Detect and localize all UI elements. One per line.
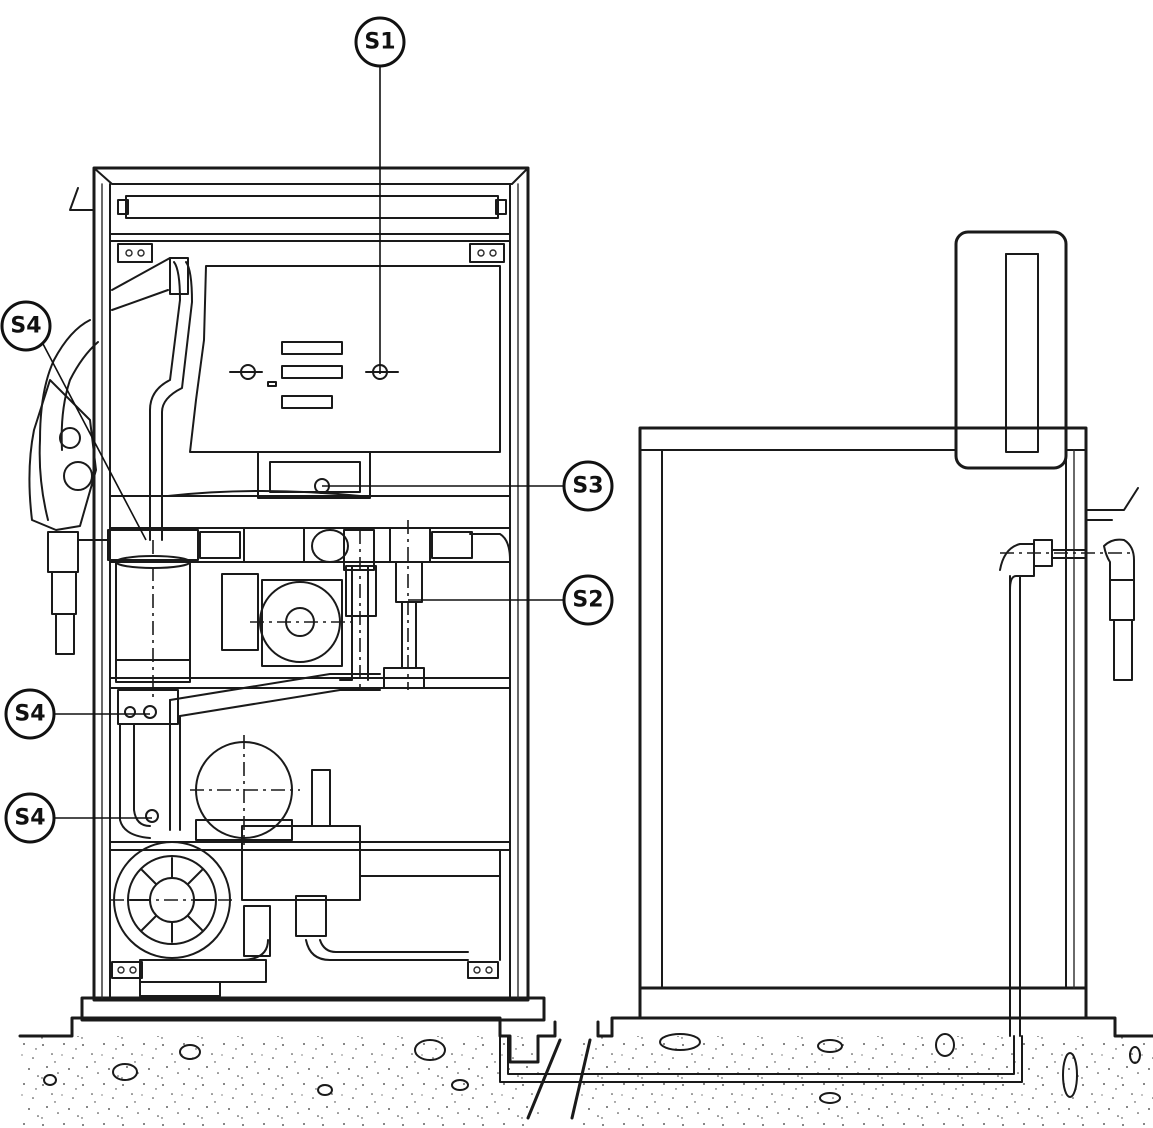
dispenser-side-view xyxy=(638,230,1139,1037)
dispenser-front-view xyxy=(28,166,546,1022)
callout-label-s4-lower: S4 xyxy=(14,806,45,831)
ground-foundation xyxy=(18,1016,1153,1128)
callout-label-s3: S3 xyxy=(572,474,603,499)
callout-s4-middle: S4 xyxy=(4,688,150,740)
callout-s2: S2 xyxy=(408,574,614,626)
callout-label-s4-middle: S4 xyxy=(14,702,45,727)
callout-s4-lower: S4 xyxy=(4,792,152,844)
callout-s4-upper: S4 xyxy=(0,300,147,541)
callout-label-s1: S1 xyxy=(364,30,395,55)
callout-label-s4-upper: S4 xyxy=(10,314,41,339)
callout-label-s2: S2 xyxy=(572,588,603,613)
callout-s1: S1 xyxy=(354,16,406,374)
callout-s3: S3 xyxy=(322,460,614,512)
